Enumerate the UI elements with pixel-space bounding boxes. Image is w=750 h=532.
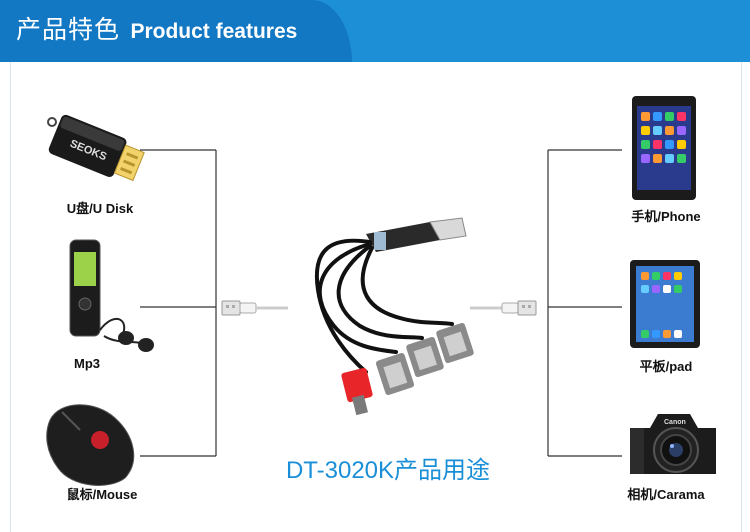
hub-connector-2 — [406, 336, 444, 378]
label-udisk: U盘/U Disk — [66, 201, 134, 216]
hub-connector-3 — [375, 353, 415, 395]
usb-drive-icon: SEOKS — [47, 114, 145, 182]
hub-connector-1 — [436, 322, 474, 364]
title-chinese: 产品特色 — [16, 16, 121, 44]
right-connector-lines — [547, 149, 622, 457]
title-english: Product features — [130, 20, 298, 43]
mouse-icon — [46, 404, 135, 486]
hub-connector-red — [341, 367, 373, 416]
camera-brand: Canon — [664, 419, 686, 426]
label-pad: 平板/pad — [639, 359, 693, 374]
usb-hub-cable-icon — [314, 217, 474, 416]
usb-plug-left-icon — [221, 300, 288, 316]
tablet-icon — [630, 260, 700, 348]
smartphone-icon — [632, 96, 696, 200]
usb-plug-right-icon — [470, 300, 537, 316]
label-camera: 相机/Carama — [627, 487, 705, 502]
camera-icon: Canon — [630, 414, 716, 474]
left-connector-lines — [140, 149, 217, 457]
header-tab — [0, 0, 352, 62]
label-mouse: 鼠标/Mouse — [66, 487, 138, 502]
label-phone: 手机/Phone — [631, 209, 701, 224]
mp3-player-icon — [69, 239, 154, 352]
page-title: 产品特色 Product features — [16, 10, 297, 50]
label-mp3: Mp3 — [74, 356, 100, 371]
product-caption: DT-3020K产品用途 — [285, 457, 491, 484]
